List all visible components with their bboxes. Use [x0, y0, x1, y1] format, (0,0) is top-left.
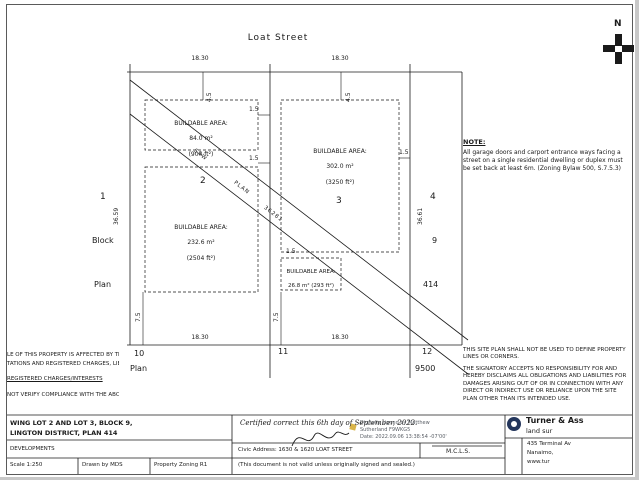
- signatory-disclaimer: THE SIGNATORY ACCEPTS NO RESPONSIBILITY …: [463, 366, 627, 402]
- buildable-area-lot2-main: BUILDABLE AREA: 232.6 m² (2504 ft²): [166, 216, 236, 271]
- surveyor-designation: M.C.L.S.: [446, 448, 471, 455]
- scale-cell: Scale 1:250: [10, 462, 43, 468]
- ba3-heading: BUILDABLE AREA:: [174, 223, 228, 231]
- ba1-heading: BUILDABLE AREA:: [174, 119, 228, 127]
- dim-depth-right: 36.61: [417, 207, 424, 225]
- plan-9500-label: 9500: [415, 364, 436, 373]
- lot-boundary-lines: [127, 64, 463, 378]
- adjacent-lot-1: 1: [100, 192, 106, 202]
- lot-11-number: 11: [278, 347, 289, 356]
- left-note-line3: REGISTERED CHARGES/INTERESTS: [7, 376, 103, 382]
- validity-note: (This document is not valid unless origi…: [238, 462, 415, 468]
- adjacent-lot-4: 4: [430, 192, 436, 202]
- ba4-heading: BUILDABLE AREA:: [286, 269, 336, 276]
- buildable-area-outlines: [144, 99, 400, 293]
- srw-lines: [129, 79, 469, 375]
- ba3-metric: 232.6 m²: [187, 239, 215, 247]
- ba2-heading: BUILDABLE AREA:: [313, 147, 367, 155]
- dim-offset-1: 1.5: [249, 106, 259, 113]
- plan-label-bottom: Plan: [130, 364, 148, 373]
- digital-signature-line2: Sutherland F9WKG5: [360, 427, 411, 433]
- firm-name: Turner & Ass: [526, 416, 584, 425]
- note-body: All garage doors and carport entrance wa…: [463, 149, 623, 173]
- client-name: DEVELOPMENTS: [10, 446, 55, 452]
- ba4-metric: 26.8 m² (293 ft²): [287, 283, 335, 290]
- note-heading: NOTE:: [463, 138, 486, 146]
- dim-setback-lot3: 4.5: [345, 92, 352, 102]
- page-border: [6, 4, 633, 475]
- dim-offset-3: 1.5: [399, 149, 409, 156]
- buildable-area-lot2-front: BUILDABLE AREA: 84.0 m² (904 ft²): [166, 112, 236, 167]
- firm-address-line2: Nanaimo,: [527, 450, 554, 456]
- lot-12-number: 12: [422, 347, 433, 356]
- window-edge-right: [635, 0, 639, 480]
- siteplan-disclaimer: THIS SITE PLAN SHALL NOT BE USED TO DEFI…: [463, 347, 626, 361]
- dim-frontage-lot2: 18.30: [191, 55, 209, 62]
- lot3-number: 3: [336, 196, 342, 206]
- drawing-title-line1: WING LOT 2 AND LOT 3, BLOCK 9,: [10, 419, 133, 427]
- dim-rearwidth-lot3: 18.30: [331, 334, 349, 341]
- certification-text: Certified correct this 6th day of Septem…: [240, 419, 418, 427]
- buildable-area-lot3: BUILDABLE AREA: 302.0 m² (3250 ft²): [305, 140, 375, 195]
- dim-setback-lot2: 4.5: [206, 92, 213, 102]
- lot-10-number: 10: [134, 349, 145, 358]
- civic-address: Civic Address: 1630 & 1620 LOAT STREET: [238, 447, 353, 453]
- firm-address-line1: 435 Terminal Av: [527, 441, 571, 447]
- block-9-label: 9: [432, 236, 438, 245]
- street-label: Loat Street: [247, 33, 309, 43]
- firm-address-line3: www.tur: [527, 459, 550, 465]
- ba1-imperial: (904 ft²): [188, 150, 214, 158]
- ba2-imperial: (3250 ft²): [325, 178, 355, 186]
- buildable-area-lot3-rear: BUILDABLE AREA: 26.8 m² (293 ft²): [282, 262, 340, 298]
- titleblock-grid: [7, 414, 632, 474]
- ba2-metric: 302.0 m²: [326, 163, 354, 171]
- plan-label-left: Plan: [94, 280, 112, 289]
- dim-depth-left: 36.59: [113, 207, 120, 225]
- dim-rear-left: 7.5: [135, 312, 142, 322]
- digital-signature-line3: Date: 2022.09.06 13:38:54 -07'00': [360, 434, 447, 440]
- firm-subtitle: land sur: [526, 427, 553, 435]
- ba1-metric: 84.0 m²: [189, 135, 213, 143]
- north-arrow-icon: [603, 34, 634, 64]
- left-note-line2: TATIONS AND REGISTERED CHARGES, LIENS: [7, 361, 119, 367]
- left-note-line4: NOT VERIFY COMPLIANCE WITH THE ABOVE: [7, 392, 119, 398]
- dim-offset-4: 1.5: [286, 248, 296, 255]
- digital-signature-line1: Digitally signed by Matthew: [360, 420, 430, 426]
- ba3-imperial: (2504 ft²): [186, 254, 216, 262]
- signature-pen-icon: [349, 423, 357, 431]
- drawing-title-line2: LINGTON DISTRICT, PLAN 414: [10, 429, 118, 437]
- dim-rear-right: 7.5: [273, 312, 280, 322]
- zoning-cell: Property Zoning R1: [154, 462, 208, 468]
- left-note-line1: LE OF THIS PROPERTY IS AFFECTED BY THE: [7, 352, 119, 358]
- drawn-by-cell: Drawn by MDS: [82, 462, 123, 468]
- block-label-left: Block: [92, 236, 114, 245]
- dim-offset-2: 1.5: [249, 155, 259, 162]
- signature-scribble: [291, 431, 350, 447]
- north-label: N: [614, 19, 622, 29]
- dim-rearwidth-lot2: 18.30: [191, 334, 209, 341]
- company-logo-inner: [511, 421, 517, 427]
- plan-414-label: 414: [423, 280, 439, 289]
- lot2-number: 2: [200, 176, 206, 186]
- dim-frontage-lot3: 18.30: [331, 55, 349, 62]
- dimension-ticks: [142, 72, 410, 345]
- window-edge-bottom: [0, 477, 639, 480]
